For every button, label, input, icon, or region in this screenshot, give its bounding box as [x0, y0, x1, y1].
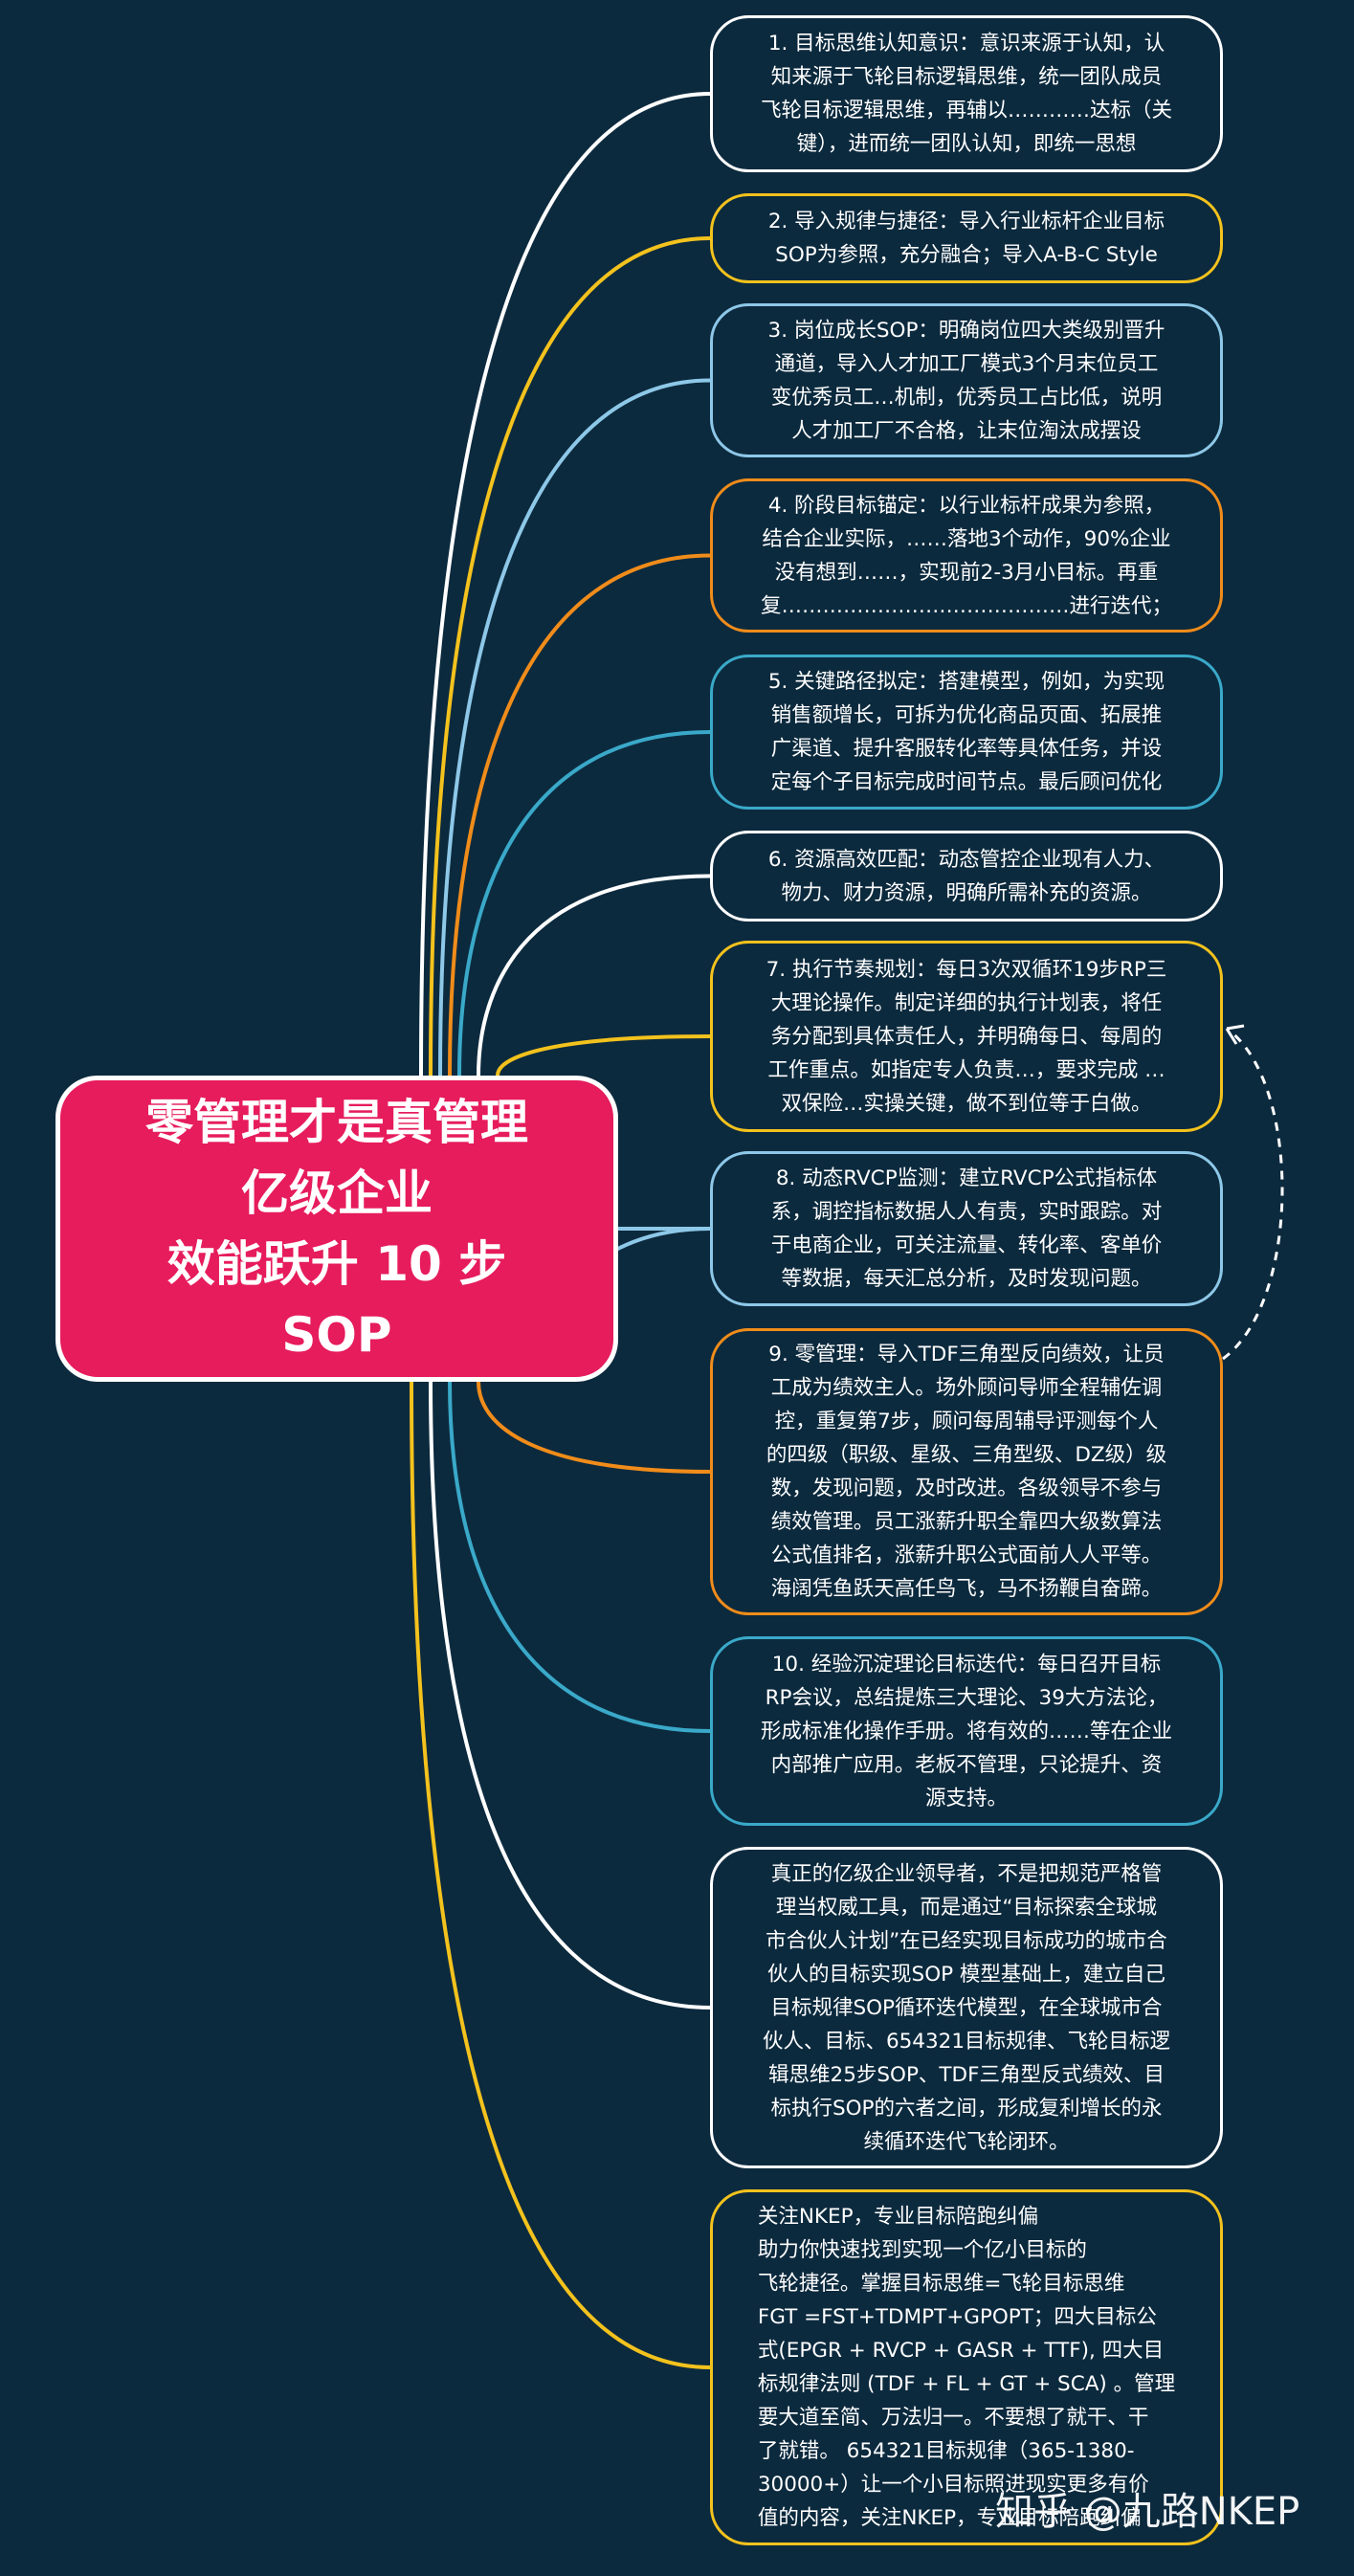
topic-step-3[interactable]: 3. 岗位成长SOP：明确岗位四大类级别晋升 通道，导入人才加工厂模式3个月末位…	[710, 303, 1223, 457]
topic-step-8[interactable]: 8. 动态RVCP监测：建立RVCP公式指标体 系，调控指标数据人人有责，实时跟…	[710, 1151, 1223, 1306]
topic-step-7[interactable]: 7. 执行节奏规划：每日3次双循环19步RP三 大理论操作。制定详细的执行计划表…	[710, 941, 1223, 1132]
topic-step-2-text: 2. 导入规律与捷径：导入行业标杆企业目标 SOP为参照，充分融合；导入A-B-…	[767, 210, 1165, 267]
connector-step-10	[448, 1381, 711, 1733]
topic-step-3-text: 3. 岗位成长SOP：明确岗位四大类级别晋升 通道，导入人才加工厂模式3个月末位…	[767, 318, 1165, 443]
topic-step-2[interactable]: 2. 导入规律与捷径：导入行业标杆企业目标 SOP为参照，充分融合；导入A-B-…	[710, 193, 1223, 283]
topic-step-4[interactable]: 4. 阶段目标锚定：以行业标杆成果为参照， 结合企业实际，……落地3个动作，90…	[710, 478, 1223, 633]
topic-step-9[interactable]: 9. 零管理：导入TDF三角型反向绩效，让员 工成为绩效主人。场外顾问导师全程辅…	[710, 1328, 1223, 1615]
central-topic-line-1: 零管理才是真管理	[145, 1095, 528, 1150]
topic-step-1[interactable]: 1. 目标思维认知意识：意识来源于认知，认 知来源于飞轮目标逻辑思维，统一团队成…	[710, 15, 1223, 172]
central-topic-line-2: 亿级企业	[241, 1166, 433, 1221]
central-topic-line-3: 效能跃升 10 步	[166, 1236, 507, 1292]
connector-step-6	[477, 874, 711, 1077]
topic-step-9-text: 9. 零管理：导入TDF三角型反向绩效，让员 工成为绩效主人。场外顾问导师全程辅…	[766, 1343, 1167, 1601]
topic-step-5[interactable]: 5. 关键路径拟定：搭建模型，例如，为实现 销售额增长，可拆为优化商品页面、拓展…	[710, 655, 1223, 810]
connector-step-7	[496, 1034, 711, 1077]
topic-step-6[interactable]: 6. 资源高效匹配：动态管控企业现有人力、 物力、财力资源，明确所需补充的资源。	[710, 831, 1223, 922]
topic-step-7-text: 7. 执行节奏规划：每日3次双循环19步RP三 大理论操作。制定详细的执行计划表…	[766, 957, 1167, 1116]
central-topic[interactable]: 零管理才是真管理 亿级企业 效能跃升 10 步 SOP	[55, 1076, 618, 1382]
connector-summary	[429, 1381, 711, 2010]
connector-step-1	[419, 92, 711, 1077]
topic-step-6-text: 6. 资源高效匹配：动态管控企业现有人力、 物力、财力资源，明确所需补充的资源。	[767, 847, 1165, 905]
connector-step-3	[438, 378, 711, 1077]
zhihu-watermark: 知乎 @九路NKEP	[995, 2490, 1300, 2534]
topic-step-10[interactable]: 10. 经验沉淀理论目标迭代：每日召开目标 RP会议，总结提炼三大理论、39大方…	[710, 1636, 1223, 1826]
connector-step-2	[429, 236, 711, 1077]
topic-summary[interactable]: 真正的亿级企业领导者，不是把规范严格管 理当权威工具，而是通过“目标探索全球城 …	[710, 1847, 1223, 2168]
connector-step-5	[457, 730, 711, 1077]
topic-step-1-text: 1. 目标思维认知意识：意识来源于认知，认 知来源于飞轮目标逻辑思维，统一团队成…	[760, 32, 1172, 156]
central-topic-line-4: SOP	[281, 1307, 392, 1363]
topic-step-4-text: 4. 阶段目标锚定：以行业标杆成果为参照， 结合企业实际，……落地3个动作，90…	[760, 493, 1172, 618]
feedback-loop-arrow	[1222, 1027, 1284, 1361]
feedback-arrowhead	[1225, 1024, 1245, 1045]
connector-step-9	[477, 1381, 711, 1474]
topic-step-10-text: 10. 经验沉淀理论目标迭代：每日召开目标 RP会议，总结提炼三大理论、39大方…	[760, 1652, 1172, 1810]
topic-follow-nkep[interactable]: 关注NKEP，专业目标陪跑纠偏 助力你快速找到实现一个亿小目标的 飞轮捷径。掌握…	[710, 2189, 1223, 2545]
connector-step-4	[448, 553, 711, 1077]
connector-follow	[410, 1381, 711, 2369]
topic-step-8-text: 8. 动态RVCP监测：建立RVCP公式指标体 系，调控指标数据人人有责，实时跟…	[770, 1166, 1163, 1291]
topic-step-5-text: 5. 关键路径拟定：搭建模型，例如，为实现 销售额增长，可拆为优化商品页面、拓展…	[767, 670, 1165, 794]
topic-summary-text: 真正的亿级企业领导者，不是把规范严格管 理当权威工具，而是通过“目标探索全球城 …	[762, 1861, 1171, 2154]
topic-follow-nkep-text: 关注NKEP，专业目标陪跑纠偏 助力你快速找到实现一个亿小目标的 飞轮捷径。掌握…	[757, 2205, 1176, 2530]
